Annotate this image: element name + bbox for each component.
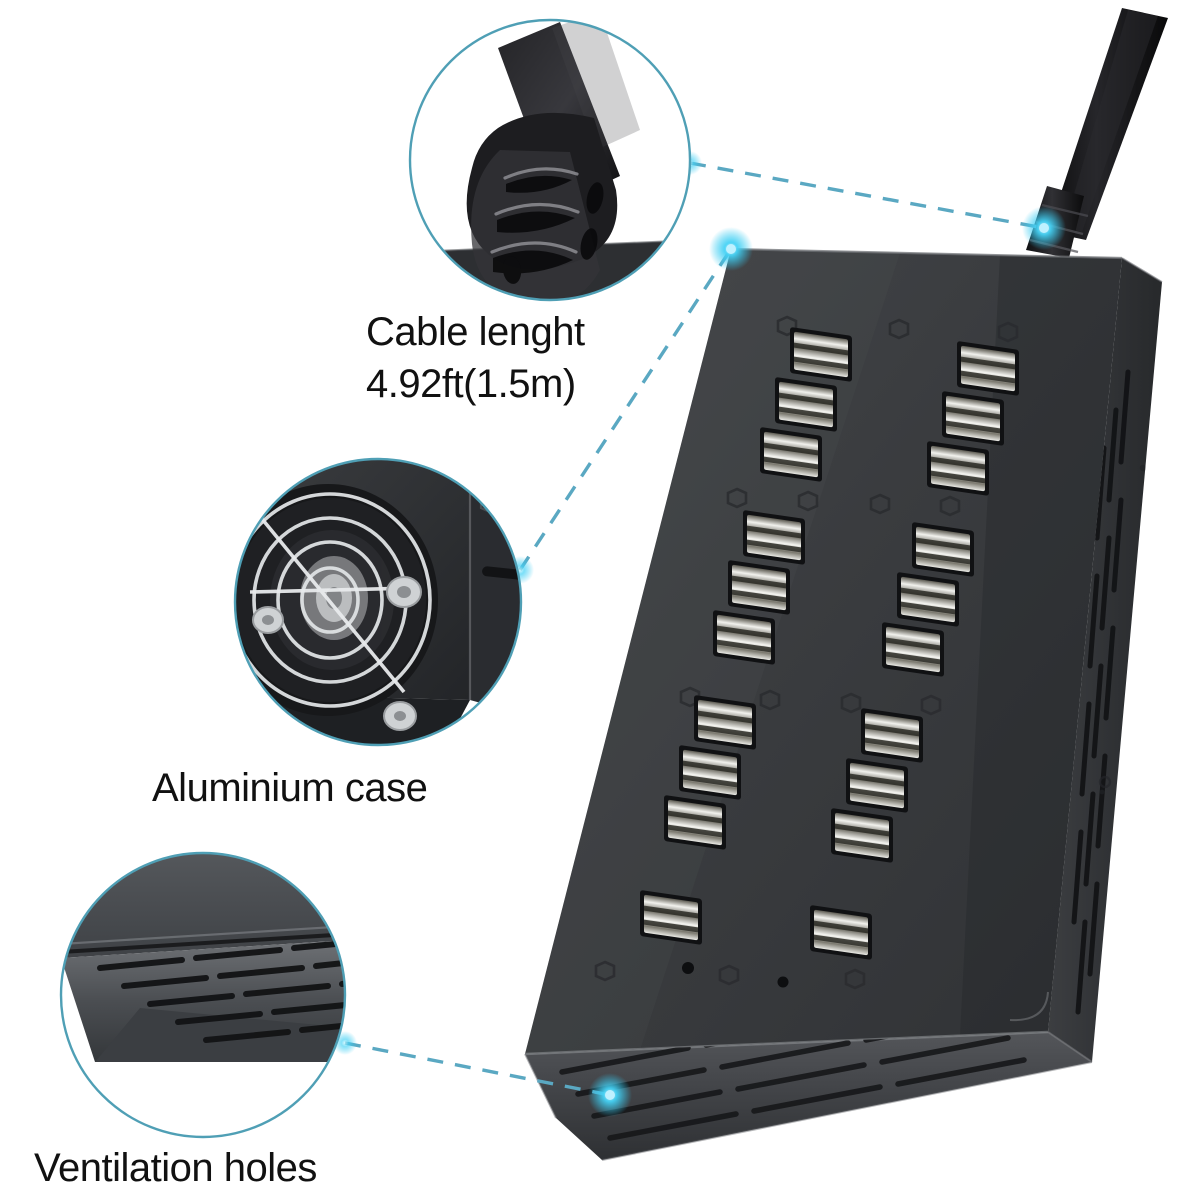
side-ventilation-slits xyxy=(1071,369,1147,1015)
callout-label-ventilation-holes: Ventilation holes xyxy=(34,1146,317,1190)
usb-port xyxy=(861,708,923,763)
callout-label-cable-length-line1: Cable lenght xyxy=(366,310,585,354)
usb-port xyxy=(775,377,837,432)
callout-circle-ventilation-holes xyxy=(59,851,347,1139)
fan-mount-screws xyxy=(252,576,422,731)
strain-relief-boot xyxy=(466,112,618,300)
usb-port xyxy=(760,427,822,482)
usb-port-column-left xyxy=(640,327,852,945)
usb-port xyxy=(846,758,908,813)
usb-port xyxy=(790,327,852,382)
callout-circle-cable-length xyxy=(408,18,692,302)
usb-port xyxy=(640,890,702,945)
usb-port xyxy=(897,572,959,627)
usb-port xyxy=(728,560,790,615)
hub-body xyxy=(524,247,1163,1161)
callout-circle-aluminium-case xyxy=(233,457,523,747)
usb-port xyxy=(694,695,756,750)
usb-port xyxy=(743,510,805,565)
leader-line-aluminium xyxy=(518,248,733,571)
callout-label-cable-length-line2: 4.92ft(1.5m) xyxy=(366,362,576,406)
leader-lines xyxy=(344,161,1045,1097)
hex-screw-marks xyxy=(594,315,1019,990)
usb-port xyxy=(927,441,989,496)
usb-port xyxy=(912,522,974,577)
usb-port xyxy=(831,808,893,863)
usb-port xyxy=(664,795,726,850)
callout-label-aluminium-case: Aluminium case xyxy=(152,766,428,810)
usb-port xyxy=(810,905,872,960)
leader-line-cable xyxy=(689,161,1045,230)
usb-port xyxy=(882,622,944,677)
usb-port xyxy=(713,610,775,665)
leader-line-ventilation xyxy=(344,1041,611,1097)
led-indicators xyxy=(682,962,789,988)
leader-endpoint-glows xyxy=(333,151,1066,1117)
callout-label-cable-length: Cable lenght 4.92ft(1.5m) xyxy=(366,306,585,410)
usb-port xyxy=(679,745,741,800)
usb-port xyxy=(942,391,1004,446)
usb-port-column-right xyxy=(810,341,1019,960)
usb-port xyxy=(957,341,1019,396)
